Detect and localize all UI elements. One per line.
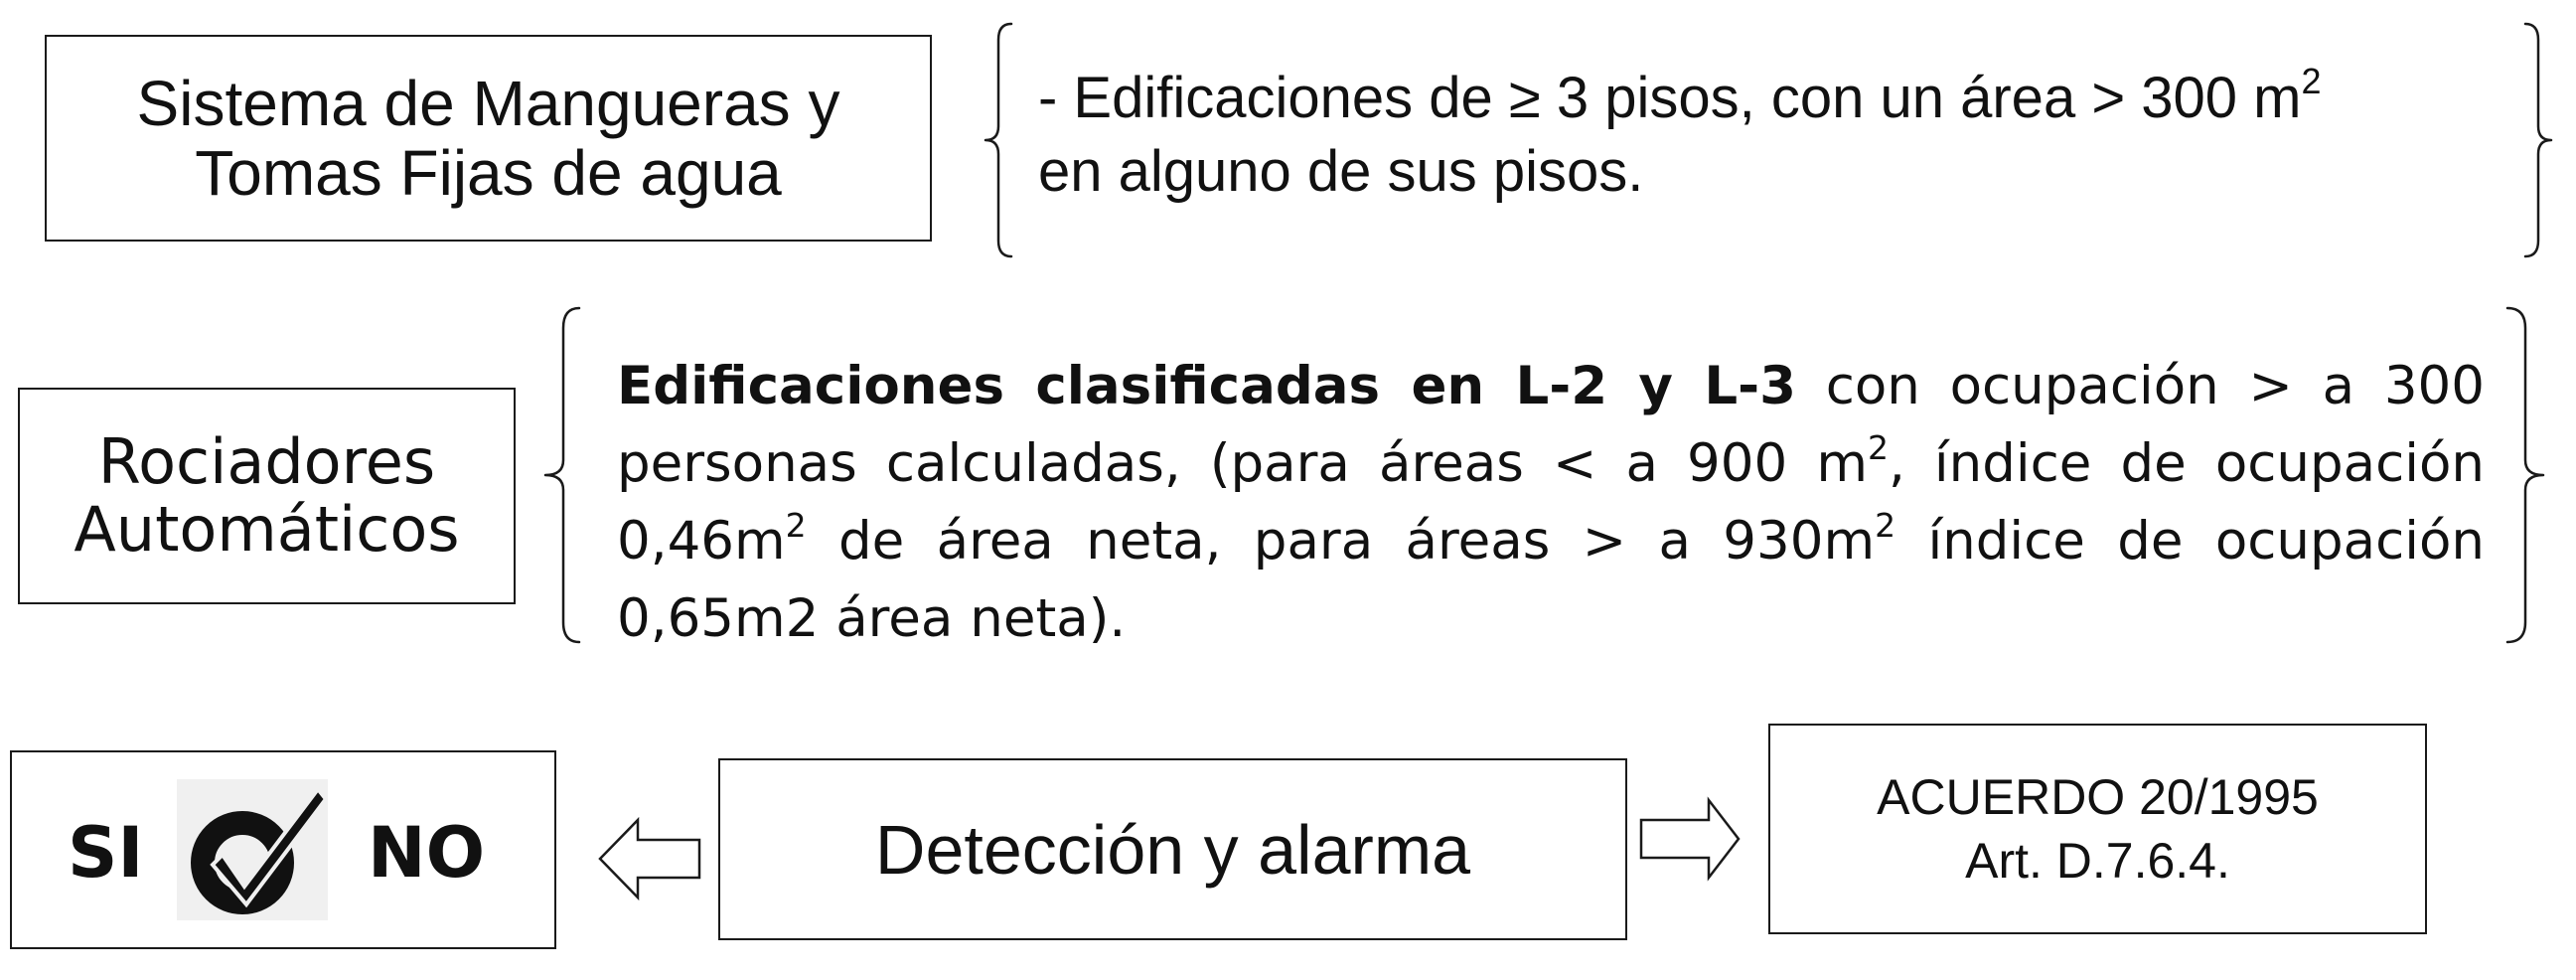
sprinklers-condition-part-3: de área neta, para áreas > a 930m <box>806 511 1876 572</box>
sprinklers-box: Rociadores Automáticos <box>18 388 516 604</box>
no-label: NO <box>368 812 486 894</box>
hose-system-title-line-1: Sistema de Mangueras y <box>136 68 840 139</box>
sprinklers-sup-2: 2 <box>785 506 807 545</box>
hollow-right-arrow-icon <box>1639 796 1741 882</box>
hollow-left-arrow-icon <box>598 816 701 901</box>
hose-system-title-line-2: Tomas Fijas de agua <box>195 137 782 209</box>
yes-label: SI <box>68 812 144 894</box>
sprinklers-condition-part-4: índice de ocupación 0,65m2 área neta). <box>617 511 2485 649</box>
detection-alarm-box: Detección y alarma <box>718 758 1627 940</box>
right-brace-row2 <box>2505 306 2545 644</box>
reference-box: ACUERDO 20/1995 Art. D.7.6.4. <box>1768 724 2427 934</box>
sprinklers-condition: Edificaciones clasificadas en L-2 y L-3 … <box>617 348 2485 658</box>
sprinklers-condition-bold: Edificaciones clasificadas en L-2 y L-3 <box>617 356 1796 416</box>
sprinklers-condition-part-1: con ocupación > a 300 personas calculada… <box>617 356 2485 494</box>
hose-condition-line-2: en alguno de sus pisos. <box>1038 139 1644 204</box>
reference-line-2: Art. D.7.6.4. <box>1965 833 2230 889</box>
left-brace-row2 <box>543 306 581 644</box>
sprinklers-title-line-1: Rociadores <box>97 425 436 498</box>
left-brace-row1 <box>984 22 1013 258</box>
check-mark-icon <box>177 779 329 920</box>
detection-alarm-label: Detección y alarma <box>874 810 1471 889</box>
sprinklers-sup-3: 2 <box>1875 506 1896 545</box>
hose-condition-superscript: 2 <box>2301 61 2322 101</box>
right-brace-row1 <box>2523 22 2553 258</box>
sprinklers-title-line-2: Automáticos <box>74 493 460 566</box>
sprinklers-sup-1: 2 <box>1867 428 1889 467</box>
hose-condition-line-1: - Edificaciones de ≥ 3 pisos, con un áre… <box>1038 66 2302 130</box>
hose-system-condition: - Edificaciones de ≥ 3 pisos, con un áre… <box>1038 62 2479 209</box>
hose-system-box: Sistema de Mangueras y Tomas Fijas de ag… <box>45 35 932 242</box>
reference-line-1: ACUERDO 20/1995 <box>1877 769 2319 825</box>
sprinklers-condition-part-2: , índice de ocupación 0,46m <box>617 433 2485 572</box>
